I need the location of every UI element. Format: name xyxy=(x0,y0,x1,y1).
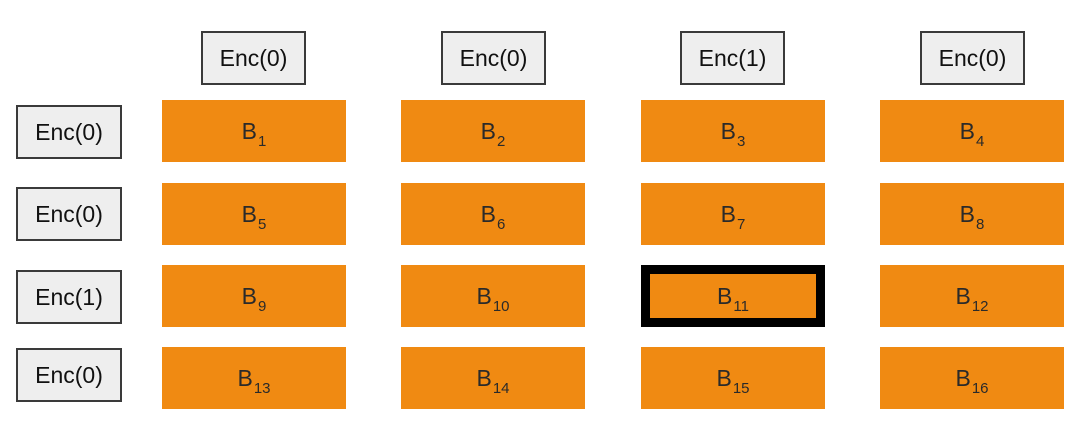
row-label-1: Enc(0) xyxy=(16,105,122,159)
block-letter: B xyxy=(955,282,971,309)
block-letter: B xyxy=(716,364,732,391)
block-subscript: 3 xyxy=(737,132,746,150)
block-letter: B xyxy=(237,364,253,391)
block-subscript: 4 xyxy=(976,132,985,150)
row-label-2: Enc(0) xyxy=(16,187,122,241)
block-subscript: 12 xyxy=(971,297,989,315)
block-subscript: 5 xyxy=(258,215,267,233)
block-subscript: 8 xyxy=(976,215,985,233)
row-label-3: Enc(1) xyxy=(16,270,122,324)
block-letter: B xyxy=(241,282,257,309)
block-letter: B xyxy=(955,364,971,391)
column-label-1: Enc(0) xyxy=(201,31,306,85)
block-letter: B xyxy=(480,200,496,227)
block-subscript: 14 xyxy=(492,379,510,397)
block-subscript: 9 xyxy=(258,297,267,315)
block-subscript: 11 xyxy=(733,297,749,315)
block-subscript: 10 xyxy=(492,297,510,315)
block-subscript: 2 xyxy=(497,132,506,150)
block-subscript: 15 xyxy=(732,379,750,397)
column-label-3: Enc(1) xyxy=(680,31,785,85)
block-subscript: 13 xyxy=(253,379,271,397)
block-letter: B xyxy=(959,117,975,144)
block-letter: B xyxy=(476,364,492,391)
block-letter: B xyxy=(720,200,736,227)
block-letter: B xyxy=(241,200,257,227)
block-letter: B xyxy=(959,200,975,227)
block-subscript: 7 xyxy=(737,215,746,233)
column-label-4: Enc(0) xyxy=(920,31,1025,85)
block-subscript: 16 xyxy=(971,379,989,397)
column-label-2: Enc(0) xyxy=(441,31,546,85)
block-subscript: 6 xyxy=(497,215,506,233)
block-subscript: 1 xyxy=(258,132,267,150)
block-letter: B xyxy=(720,117,736,144)
row-label-4: Enc(0) xyxy=(16,348,122,402)
block-letter: B xyxy=(480,117,496,144)
block-letter: B xyxy=(717,282,733,309)
block-letter: B xyxy=(241,117,257,144)
block-letter: B xyxy=(476,282,492,309)
